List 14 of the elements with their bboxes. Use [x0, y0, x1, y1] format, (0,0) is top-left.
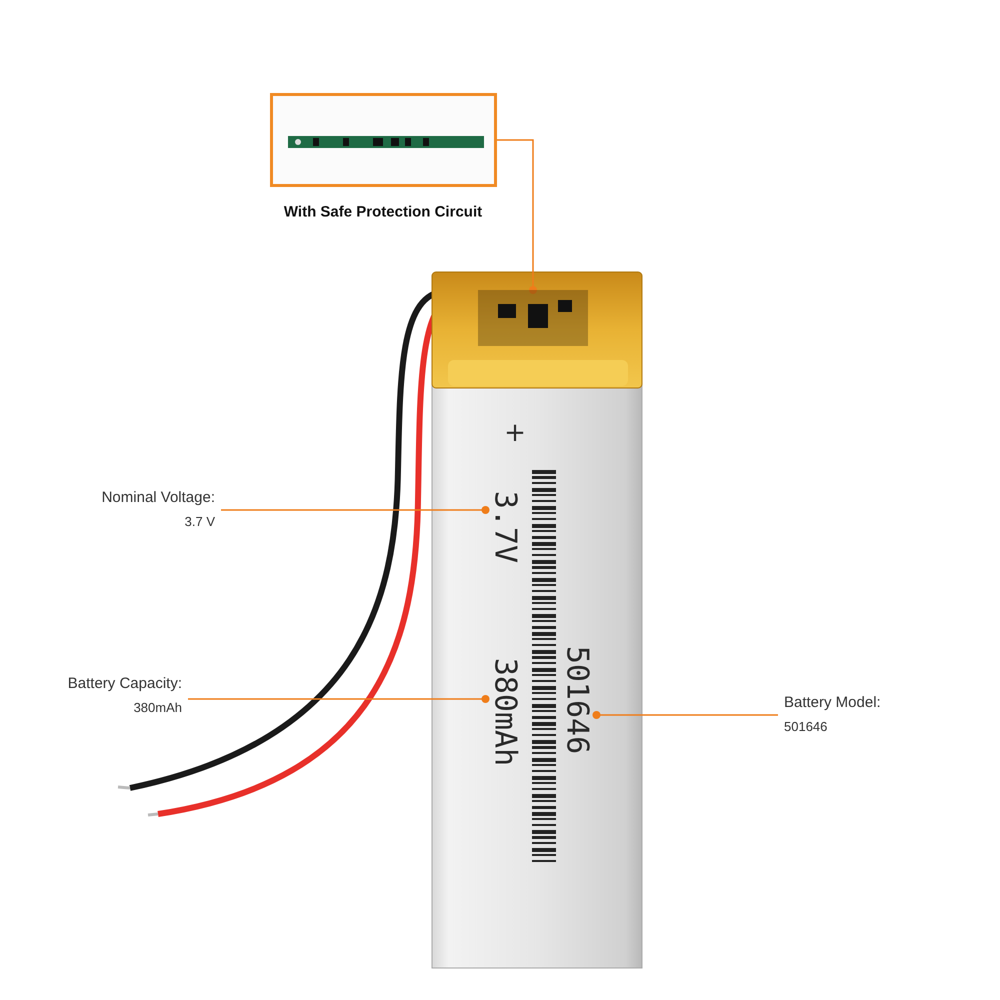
printed-text: 380mAh	[488, 658, 522, 766]
leader-line	[497, 139, 537, 294]
callout-text: Battery Model: 501646	[784, 691, 984, 739]
callout-text: Nominal Voltage: 3.7 V	[20, 486, 215, 534]
plus-sign: +	[504, 418, 526, 448]
caption: With Safe Protection Circuit	[284, 204, 482, 220]
leader-line	[592, 711, 778, 719]
circuit-board	[478, 290, 588, 346]
leader-line	[188, 695, 490, 703]
printed-text: 501646	[560, 646, 594, 754]
printed-text: 3.7V	[488, 490, 522, 564]
circuit-board-photo	[270, 93, 497, 187]
leader-line	[221, 506, 490, 514]
callout-text: Battery Capacity: 380mAh	[10, 672, 182, 720]
